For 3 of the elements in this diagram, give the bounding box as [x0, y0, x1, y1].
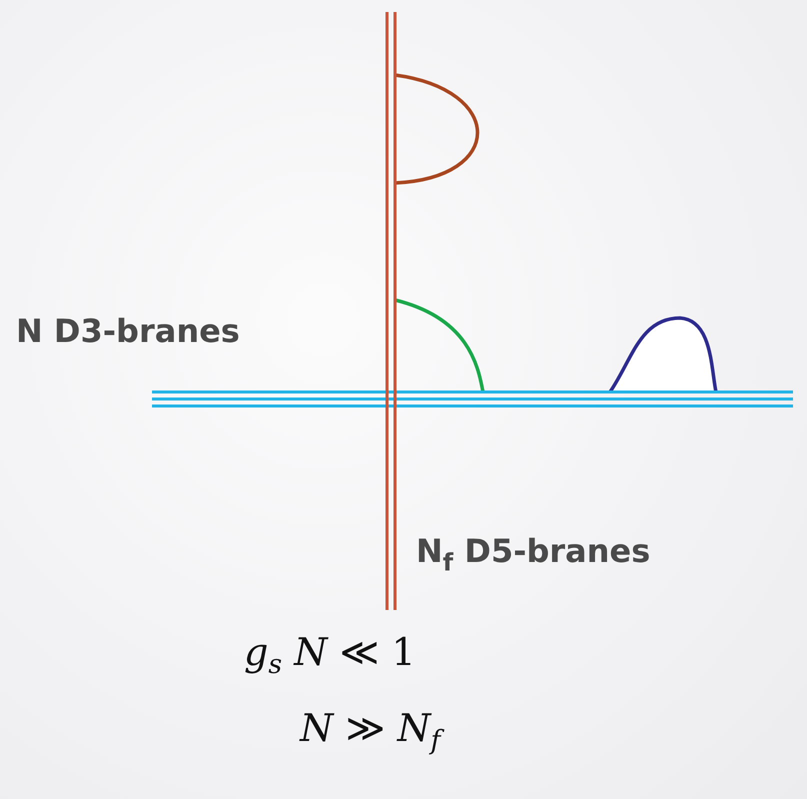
brane-label: N$_{f}$ D5-branes: [416, 532, 650, 576]
brane-label: N D3-branes: [16, 312, 240, 350]
formula: g$_{s}$ N ≪ 1: [244, 630, 416, 680]
